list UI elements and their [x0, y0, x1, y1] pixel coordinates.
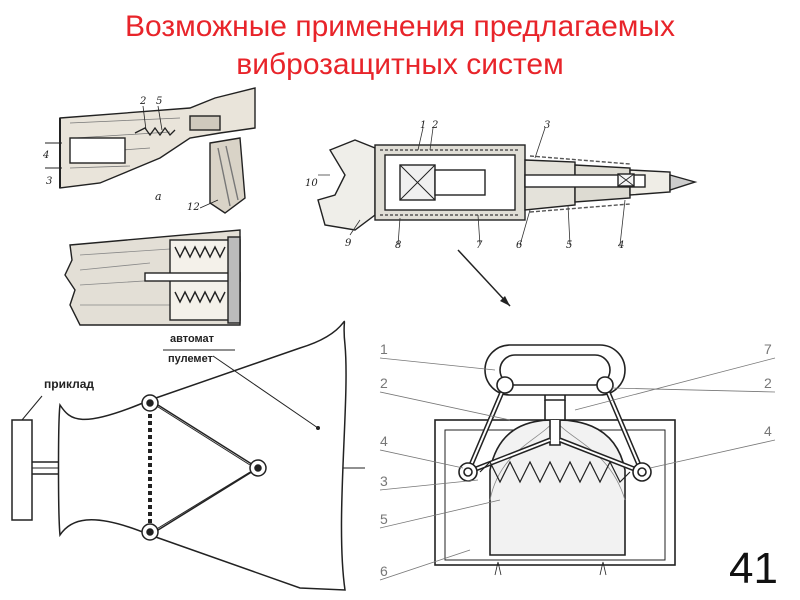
rifle-label-a: а	[155, 190, 162, 203]
mech-label-7: 7	[764, 341, 772, 357]
drill-label-1: 1	[420, 120, 426, 131]
slide-title-line-2: виброзащитных систем	[236, 48, 564, 81]
drill-drawing: 1 2 3 10 9 8 7 6 5 4	[305, 120, 698, 251]
drill-label-5: 5	[566, 240, 572, 251]
drill-label-2: 2	[431, 120, 438, 131]
mech-label-4-right: 4	[764, 423, 772, 439]
drill-label-3: 3	[544, 120, 550, 131]
damper-cross-section	[64, 229, 241, 326]
label-stock: приклад	[44, 377, 94, 391]
rifle-label-5: 5	[156, 96, 162, 107]
top-handle	[484, 344, 626, 396]
drill-label-10: 10	[305, 178, 318, 189]
slide-title-line-1: Возможные применения предлагаемых	[125, 10, 675, 43]
rifle-stock-drawing: 2 5 4 3 а 12	[42, 87, 256, 214]
mech-label-2-left: 2	[380, 375, 388, 391]
mech-label-3: 3	[380, 473, 388, 489]
rifle-label-3: 3	[46, 176, 52, 187]
rifle-label-4: 4	[42, 150, 49, 161]
mech-label-2-right: 2	[764, 375, 772, 391]
drill-label-8: 8	[395, 240, 401, 251]
drill-label-6: 6	[516, 240, 523, 251]
label-machinegun: пулемет	[168, 353, 214, 365]
rifle-label-12: 12	[187, 202, 200, 213]
mech-label-5: 5	[380, 511, 388, 527]
label-automat: автомат	[170, 333, 215, 345]
mech-label-4-left: 4	[380, 433, 388, 449]
rifle-label-2: 2	[139, 96, 146, 107]
drill-label-4: 4	[617, 240, 624, 251]
page-number: 41	[729, 544, 778, 593]
mech-label-6: 6	[380, 563, 388, 579]
mech-label-1: 1	[380, 341, 388, 357]
drill-label-9: 9	[345, 238, 352, 249]
drill-label-7: 7	[476, 240, 483, 251]
slide-title: Возможные применения предлагаемых виброз…	[0, 8, 800, 84]
